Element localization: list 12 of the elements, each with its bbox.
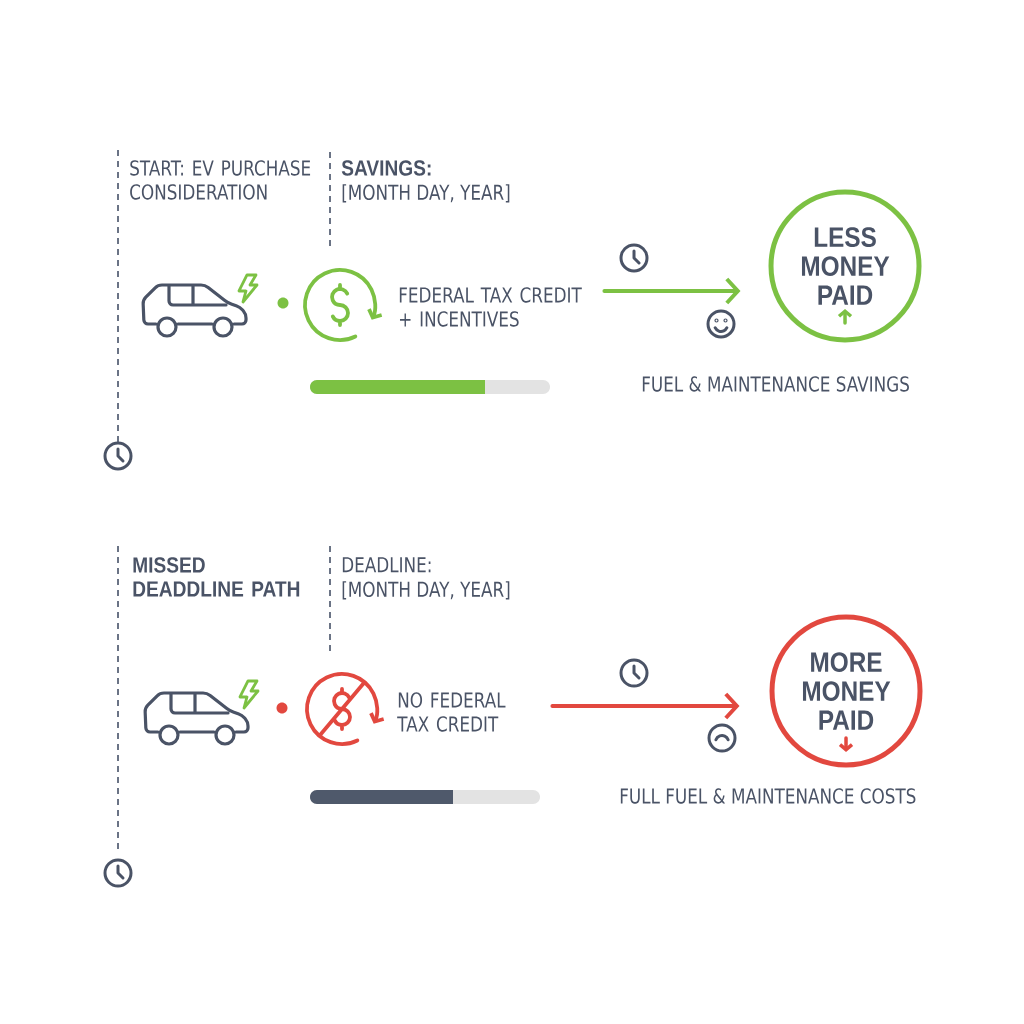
caption: FULL FUEL & MAINTENANCE COSTS [620,788,916,804]
arrow [550,692,740,720]
date-label: [MONTH DAY, YEAR] [342,581,510,600]
arrow [602,277,741,305]
date-label: [MONTH DAY, YEAR] [342,184,510,203]
benefit-text: NO FEDERAL TAX CREDIT [397,692,506,732]
path-heading: MISSED DEADDLINE PATH [133,557,300,597]
benefit-text: FEDERAL TAX CREDIT + INCENTIVES [399,287,582,327]
date-heading: DEADLINE: [342,557,431,573]
timeline-label: START: EV PURCHASE CONSIDERATION [130,160,311,200]
date-heading: SAVINGS: [341,160,431,176]
caption: FUEL & MAINTENANCE SAVINGS [642,376,909,392]
